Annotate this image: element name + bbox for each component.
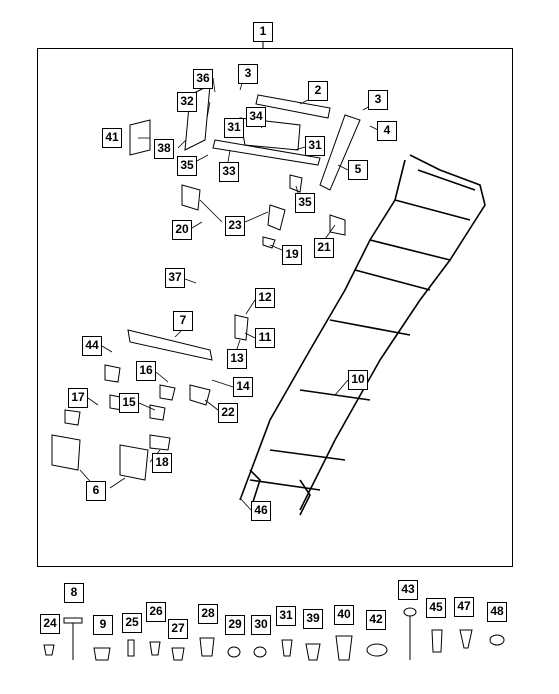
hardware-callout: 30 xyxy=(251,615,271,635)
hardware-callout: 48 xyxy=(487,602,507,622)
callout: 7 xyxy=(173,311,193,331)
callout: 14 xyxy=(233,377,253,397)
callout: 11 xyxy=(255,328,275,348)
hardware-callout: 28 xyxy=(198,604,218,624)
callout: 20 xyxy=(172,220,192,240)
callout: 13 xyxy=(227,349,247,369)
callout: 41 xyxy=(102,128,122,148)
hardware-callout: 40 xyxy=(334,605,354,625)
callout: 3 xyxy=(238,64,258,84)
callout: 34 xyxy=(246,107,266,127)
chassis-frame xyxy=(239,154,486,516)
hardware-callout: 9 xyxy=(93,615,113,635)
hardware-callout: 39 xyxy=(303,609,323,629)
callout: 37 xyxy=(165,268,185,288)
hardware-callout: 25 xyxy=(122,613,142,633)
callout: 15 xyxy=(119,393,139,413)
callout: 10 xyxy=(348,370,368,390)
callout: 17 xyxy=(68,388,88,408)
hardware-callout: 27 xyxy=(168,619,188,639)
callout: 21 xyxy=(314,238,334,258)
hardware-callout: 24 xyxy=(40,614,60,634)
hardware-callout: 8 xyxy=(64,583,84,603)
diagram-frame xyxy=(37,48,513,567)
callout: 22 xyxy=(218,403,238,423)
hardware-callout: 26 xyxy=(146,602,166,622)
hardware-callout: 31 xyxy=(276,606,296,626)
callout: 18 xyxy=(152,453,172,473)
callout: 5 xyxy=(348,160,368,180)
hardware-row xyxy=(43,607,505,661)
callout: 31 xyxy=(305,136,325,156)
callout: 16 xyxy=(136,361,156,381)
crossmember-7 xyxy=(127,314,249,406)
callout: 35 xyxy=(177,156,197,176)
callout: 12 xyxy=(255,288,275,308)
callout: 46 xyxy=(251,501,271,521)
callout: 2 xyxy=(308,81,328,101)
callout: 4 xyxy=(377,121,397,141)
hardware-callout: 45 xyxy=(426,598,446,618)
hardware-callout: 42 xyxy=(366,610,386,630)
hardware-callout: 47 xyxy=(454,597,474,617)
callout: 6 xyxy=(86,481,106,501)
callout: 35 xyxy=(295,193,315,213)
callout: 3 xyxy=(368,90,388,110)
callout: 44 xyxy=(82,336,102,356)
callout: 36 xyxy=(193,69,213,89)
callout-main: 1 xyxy=(253,22,273,42)
callout: 23 xyxy=(225,216,245,236)
callout: 31 xyxy=(224,118,244,138)
callout: 33 xyxy=(219,162,239,182)
upper-crossmembers xyxy=(129,84,361,249)
hardware-callout: 43 xyxy=(398,580,418,600)
callout: 19 xyxy=(282,245,302,265)
callout: 32 xyxy=(177,92,197,112)
callout: 38 xyxy=(154,139,174,159)
hardware-callout: 29 xyxy=(225,615,245,635)
